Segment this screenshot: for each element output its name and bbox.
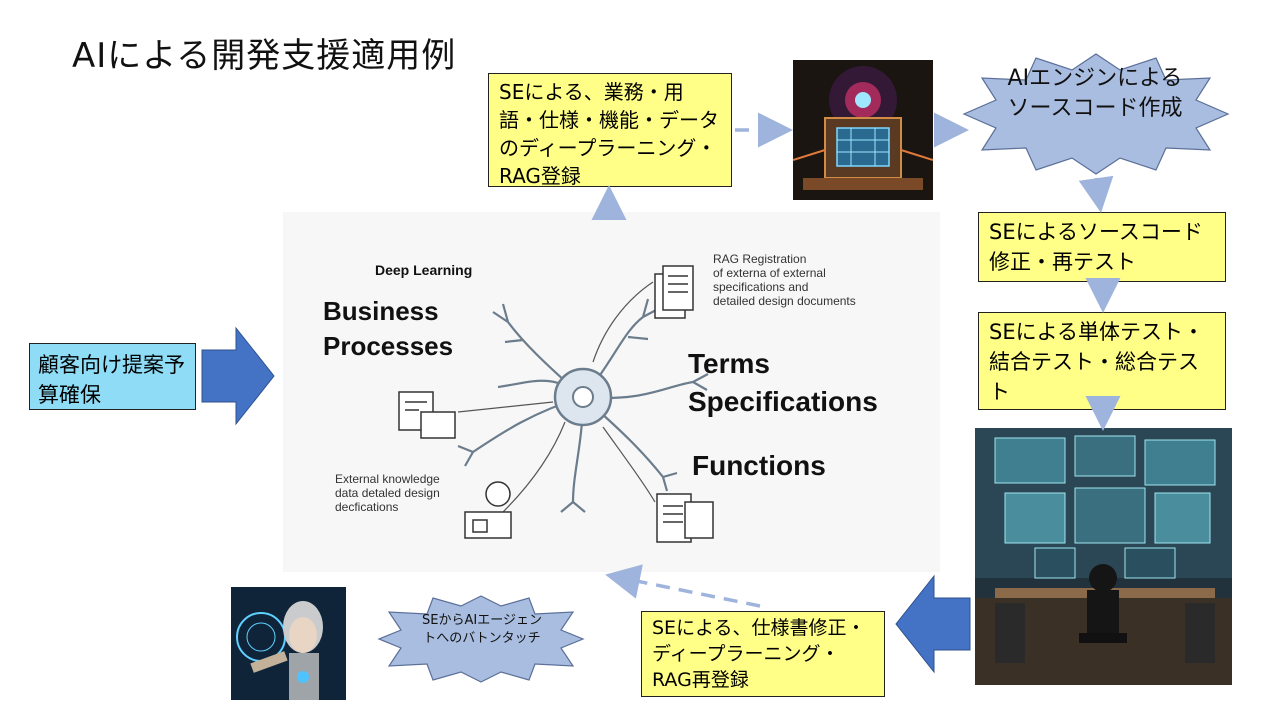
ai-engine-burst bbox=[962, 53, 1230, 175]
se-test-text: SEによる単体テスト・結合テスト・総合テスト bbox=[989, 320, 1204, 404]
engineer-workstation-image bbox=[975, 428, 1232, 685]
external-knowledge-label: External knowledge data detaled design d… bbox=[335, 472, 440, 514]
workstation-illustration bbox=[975, 428, 1232, 685]
baton-touch-burst bbox=[377, 595, 585, 683]
deep-learning-label: Deep Learning bbox=[375, 262, 473, 278]
android-image bbox=[231, 587, 346, 700]
neuron-graphic bbox=[398, 265, 714, 543]
right-block-arrow bbox=[201, 326, 275, 426]
document-icon bbox=[654, 265, 694, 319]
connector-engine-to-fix bbox=[1078, 175, 1114, 213]
slide-title: AIによる開発支援適用例 bbox=[72, 36, 457, 76]
customer-budget-box: 顧客向け提案予算確保 bbox=[29, 343, 196, 410]
deep-learning-diagram: Deep Learning Business Processes Terms S… bbox=[283, 212, 940, 572]
se-fix-text: SEによるソースコード修正・再テスト bbox=[989, 220, 1203, 274]
se-test-box: SEによる単体テスト・結合テスト・総合テスト bbox=[978, 312, 1226, 410]
terms-specifications-label: Terms Specifications bbox=[688, 348, 878, 417]
ai-chip-image bbox=[793, 60, 933, 200]
rag-registration-label: RAG Registration of externa of external … bbox=[713, 252, 856, 308]
customer-budget-text: 顧客向け提案予算確保 bbox=[38, 353, 185, 407]
deep-learning-registration-box: SEによる、業務・用語・仕様・機能・データのディープラーニング・RAG登録 bbox=[488, 73, 732, 188]
baton-touch-text: SEからAIエージェントへのバトンタッチ bbox=[422, 613, 542, 646]
functions-label: Functions bbox=[692, 450, 826, 481]
connector-spec-to-diagram bbox=[605, 564, 761, 608]
chip-illustration bbox=[793, 60, 933, 200]
ai-engine-text: AIエンジンによるソースコード作成 bbox=[1007, 66, 1183, 121]
business-processes-label: Business Processes bbox=[323, 296, 454, 361]
android-illustration bbox=[231, 587, 346, 700]
spec-update-text: SEによる、仕様書修正・ディープラーニング・RAG再登録 bbox=[652, 617, 866, 691]
left-block-arrow bbox=[895, 574, 971, 674]
spec-update-box: SEによる、仕様書修正・ディープラーニング・RAG再登録 bbox=[641, 611, 885, 697]
se-fix-box: SEによるソースコード修正・再テスト bbox=[978, 212, 1226, 282]
deep-learning-registration-text: SEによる、業務・用語・仕様・機能・データのディープラーニング・RAG登録 bbox=[499, 80, 719, 188]
